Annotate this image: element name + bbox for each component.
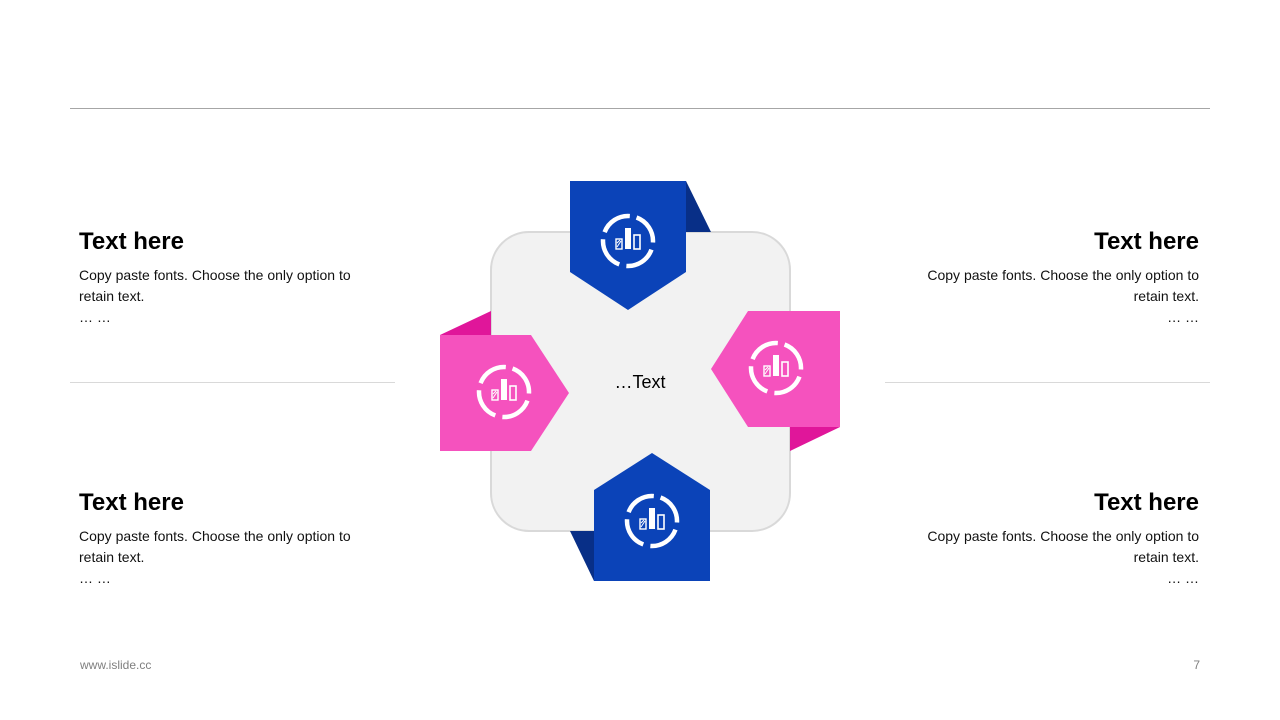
block-ellipsis: … … [79,570,111,586]
block-ellipsis: … … [1167,570,1199,586]
tab-left-fold [440,311,491,335]
block-body: Copy paste fonts. Choose the only option… [927,267,1199,304]
block-ellipsis: … … [79,309,111,325]
tab-right [711,311,840,451]
left-divider [70,382,395,383]
footer-url[interactable]: www.islide.cc [80,658,152,672]
page-number: 7 [1193,658,1200,672]
right-divider [885,382,1210,383]
block-title: Text here [79,228,184,255]
tab-bottom-fold [570,531,594,581]
top-divider [70,108,1210,109]
block-ellipsis: … … [1167,309,1199,325]
text-block-top-left: Text here Copy paste fonts. Choose the o… [79,227,369,327]
text-block-bottom-left: Text here Copy paste fonts. Choose the o… [79,488,369,588]
tab-right-fold [790,427,840,451]
tab-top [570,181,711,310]
block-title: Text here [1094,489,1199,516]
text-block-top-right: Text here Copy paste fonts. Choose the o… [909,227,1199,327]
text-block-bottom-right: Text here Copy paste fonts. Choose the o… [909,488,1199,588]
block-body: Copy paste fonts. Choose the only option… [79,528,351,565]
tab-left [440,311,569,451]
block-body: Copy paste fonts. Choose the only option… [927,528,1199,565]
block-title: Text here [79,489,184,516]
tab-top-fold [686,181,711,232]
tab-bottom [570,453,710,581]
block-body: Copy paste fonts. Choose the only option… [79,267,351,304]
center-label: …Text [614,372,666,392]
block-title: Text here [1094,228,1199,255]
